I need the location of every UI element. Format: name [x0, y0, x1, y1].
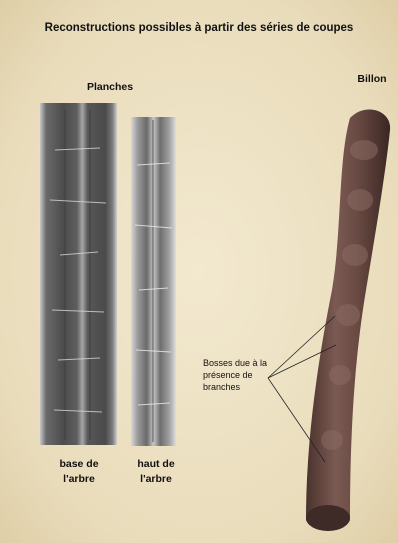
log-end-section: [306, 505, 350, 531]
caption-tree-top-line2: l'arbre: [118, 472, 194, 487]
plank-base: [40, 103, 117, 445]
caption-tree-base: base de l'arbre: [35, 457, 123, 487]
plank-top: [131, 117, 176, 446]
figure-title: Reconstructions possibles à partir des s…: [0, 22, 398, 34]
caption-tree-top: haut de l'arbre: [118, 457, 194, 487]
branch-bumps-annotation: Bosses due à la présence de branches: [203, 357, 293, 393]
planches-label: Planches: [70, 80, 150, 95]
annotation-line2: présence de: [203, 369, 293, 381]
billon-label: Billon: [346, 72, 398, 87]
annotation-line1: Bosses due à la: [203, 357, 293, 369]
annotation-line3: branches: [203, 381, 293, 393]
caption-tree-base-line2: l'arbre: [35, 472, 123, 487]
caption-tree-base-line1: base de: [35, 457, 123, 472]
caption-tree-top-line1: haut de: [118, 457, 194, 472]
